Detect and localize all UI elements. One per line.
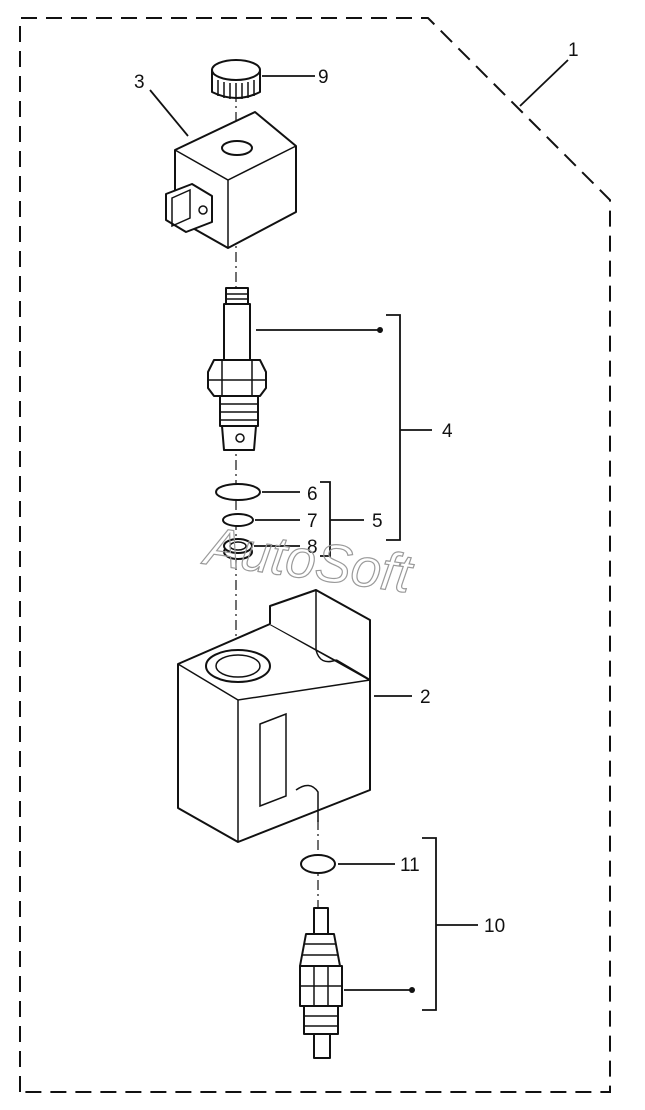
assembly-boundary [19,17,611,1093]
callout-11: 11 [400,855,420,876]
valve-cartridge [207,287,267,451]
bracket-4 [386,314,432,541]
callout-9: 9 [318,67,329,88]
backup-ring-8 [223,538,253,560]
o-ring-7 [222,513,254,527]
check-valve-cartridge [299,907,343,1059]
callout-6: 6 [307,484,318,505]
callout-7: 7 [307,511,318,532]
callout-4: 4 [442,421,453,442]
o-ring-6 [215,483,261,501]
solenoid-coil [165,111,297,249]
leader-1 [519,59,569,107]
callout-8: 8 [307,537,318,558]
leader-3 [149,89,189,137]
knurled-nut [211,59,261,99]
leader-4-dot [377,327,383,333]
callout-10: 10 [484,916,505,937]
valve-body [177,589,371,843]
bracket-10 [422,837,478,1011]
callout-1: 1 [568,40,579,61]
watermark: AutoSoft [199,516,417,605]
bracket-5 [320,481,364,557]
callout-3: 3 [134,72,145,93]
callout-2: 2 [420,687,431,708]
o-ring-11 [300,854,336,874]
leader-10-dot [409,987,415,993]
callout-5: 5 [372,511,383,532]
